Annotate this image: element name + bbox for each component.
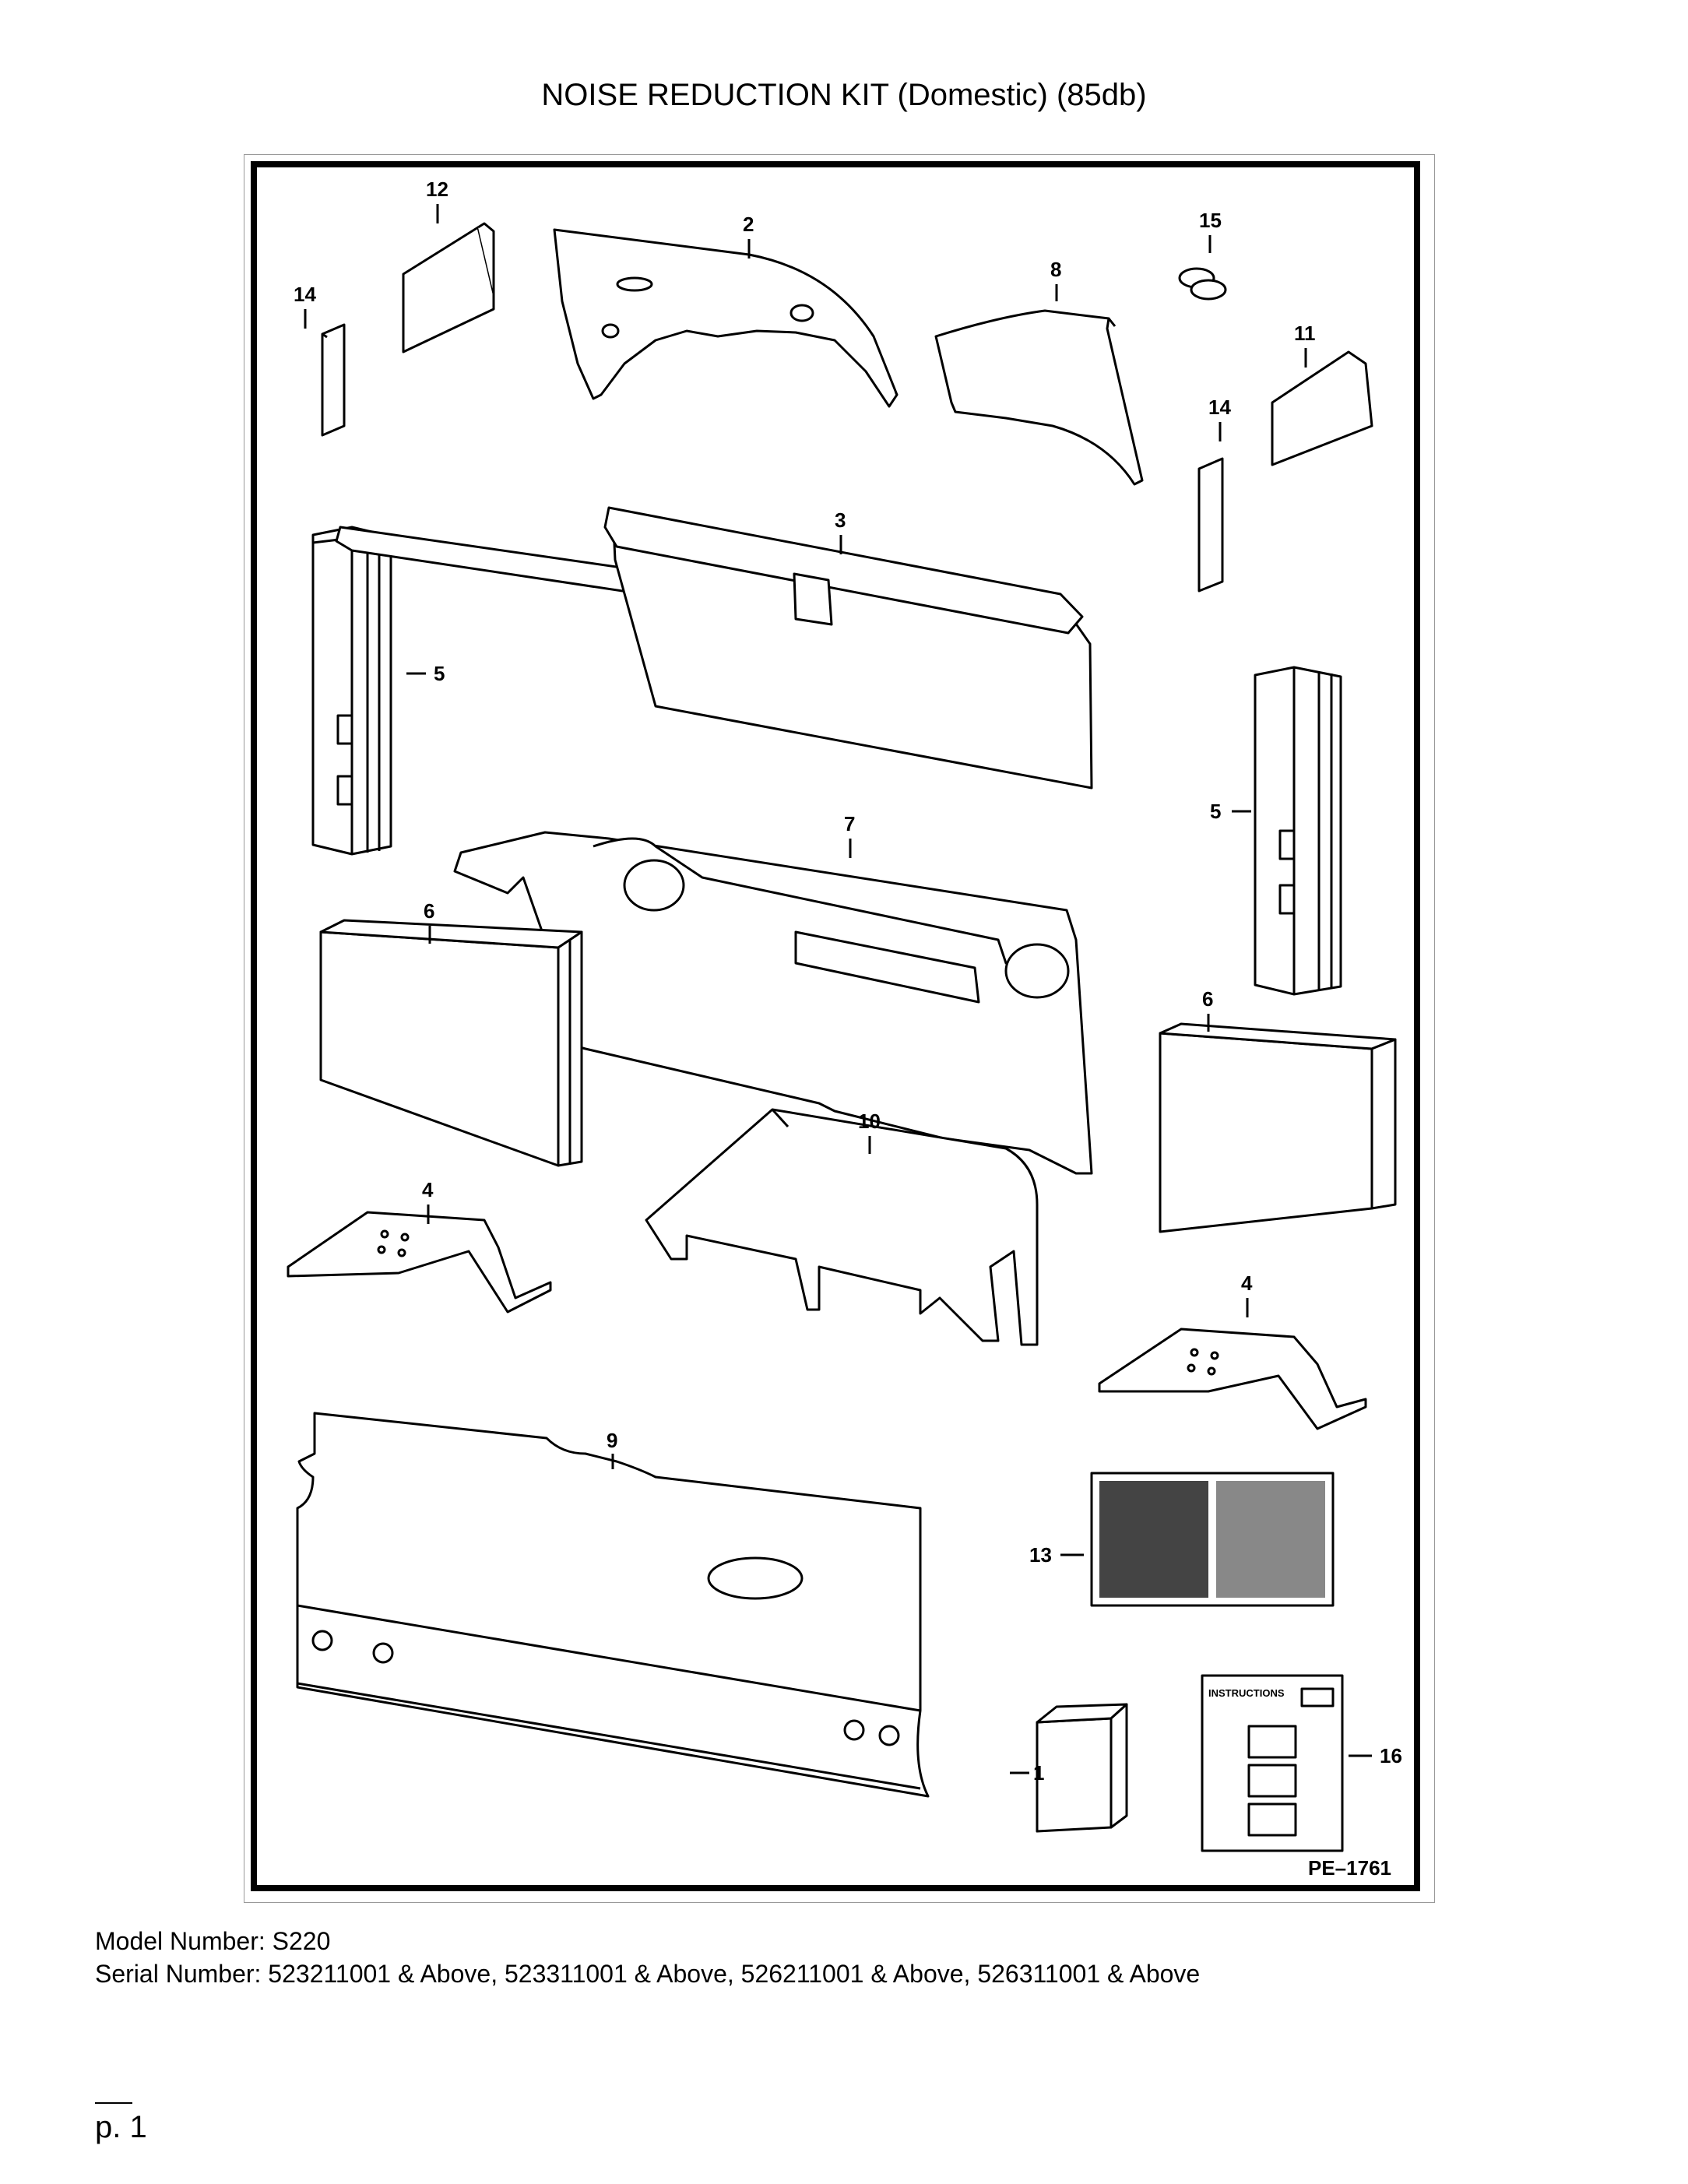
figure-frame [251,161,1420,1891]
callout-5-left: 5 [434,662,445,685]
part-15 [1178,267,1227,301]
part-2 [553,228,899,408]
part-13-decal [1090,1472,1335,1607]
part-7 [453,831,1093,1175]
callout-4-right: 4 [1241,1271,1253,1295]
callout-8: 8 [1050,258,1061,281]
callout-12: 12 [426,178,448,201]
serial-number: Serial Number: 523211001 & Above, 523311… [95,1960,1201,1988]
callout-14-left: 14 [294,283,316,306]
page-title: NOISE REDUCTION KIT (Domestic) (85db) [541,78,1147,112]
part-12 [402,222,495,353]
model-number: Model Number: S220 [95,1927,331,1955]
callout-10: 10 [858,1110,881,1133]
callout-6-right: 6 [1202,987,1213,1011]
part-11 [1271,350,1373,466]
callout-14-right: 14 [1208,396,1231,419]
parts-diagram: 1 2 3 4 4 5 5 6 6 7 8 9 10 11 12 13 14 1… [287,178,1402,1852]
part-3-body [603,506,1093,790]
callout-7: 7 [844,812,855,835]
instruction-sheet-label: INSTRUCTIONS [1208,1687,1285,1699]
callout-2: 2 [743,213,754,236]
part-6-left [319,919,583,1167]
part-5-left [311,526,392,856]
part-9 [296,1412,930,1798]
part-14-right [1197,457,1224,593]
callout-13: 13 [1029,1543,1052,1567]
part-10 [645,1108,1039,1346]
figure-code: PE–1761 [1308,1856,1391,1880]
callout-11: 11 [1294,322,1316,345]
callout-16: 16 [1380,1744,1402,1767]
part-14-left [321,323,346,437]
callout-4-left: 4 [422,1178,434,1201]
part-4-right [1098,1328,1367,1430]
callout-9: 9 [607,1429,617,1452]
part-6-right [1159,1022,1397,1233]
figure-outer-border [244,154,1435,1903]
page-number: p. 1 [95,2110,147,2144]
callout-3: 3 [835,508,846,532]
callout-1: 1 [1033,1761,1044,1785]
part-16-instructions [1201,1674,1344,1852]
footer-rule [95,2102,132,2104]
part-8 [934,309,1144,486]
part-5-right [1254,666,1342,996]
callout-6-left: 6 [424,899,434,923]
callout-5-right: 5 [1210,800,1221,823]
part-1 [1036,1703,1128,1833]
callout-15: 15 [1199,209,1222,232]
part-4-left [287,1211,552,1314]
